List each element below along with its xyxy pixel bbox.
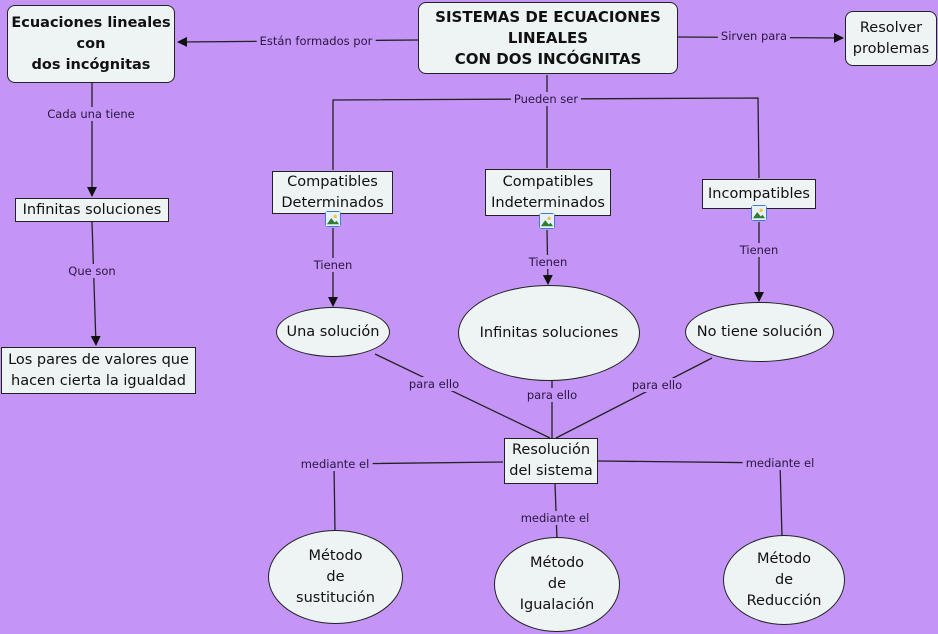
node-no-tiene-solucion[interactable]: No tiene solución [685,302,834,362]
node-incompatibles[interactable]: Incompatibles [702,179,816,209]
label-para-ello-3: para ello [628,378,686,392]
link-mediante-1 [333,461,504,533]
label-que-son: Que son [65,264,119,278]
node-infinitas-soluciones-left[interactable]: Infinitas soluciones [15,198,169,222]
link-para-ello-3 [555,357,713,439]
label-estan-formados: Están formados por [256,34,376,48]
label-cada-una-tiene: Cada una tiene [44,107,138,121]
node-metodo-igualacion[interactable]: Método de Igualación [494,537,620,632]
label-sirven-para: Sirven para [717,29,791,43]
node-metodo-sustitucion[interactable]: Método de sustitución [268,530,403,624]
label-para-ello-2: para ello [523,388,581,402]
link-que-son [90,221,101,346]
image-resource-icon[interactable] [539,213,555,229]
image-resource-icon[interactable] [325,211,341,227]
label-tienen-3: Tienen [736,243,782,257]
link-pueden-ser [332,75,760,179]
node-ecuaciones-lineales[interactable]: Ecuaciones lineales con dos incógnitas [7,5,175,83]
node-compatibles-indeterminados[interactable]: Compatibles Indeterminados [485,169,611,216]
node-una-solucion[interactable]: Una solución [276,307,390,357]
node-metodo-reduccion[interactable]: Método de Reducción [723,535,845,625]
label-mediante-3: mediante el [742,456,818,470]
label-tienen-1: Tienen [310,258,356,272]
link-mediante-3 [597,460,783,538]
node-resolver-problemas[interactable]: Resolver problemas [845,11,937,66]
node-pares-de-valores[interactable]: Los pares de valores que hacen cierta la… [1,347,196,394]
label-para-ello-1: para ello [405,377,463,391]
label-mediante-2: mediante el [517,511,593,525]
image-resource-icon[interactable] [751,205,767,221]
node-resolucion-del-sistema[interactable]: Resolución del sistema [504,438,598,484]
root-concept[interactable]: SISTEMAS DE ECUACIONES LINEALES CON DOS … [418,2,678,74]
label-mediante-1: mediante el [297,457,373,471]
label-pueden-ser: Pueden ser [510,92,582,106]
label-tienen-2: Tienen [525,255,571,269]
link-para-ello-1 [374,353,551,439]
node-compatibles-determinados[interactable]: Compatibles Determinados [272,171,393,214]
node-infinitas-soluciones[interactable]: Infinitas soluciones [458,285,640,381]
